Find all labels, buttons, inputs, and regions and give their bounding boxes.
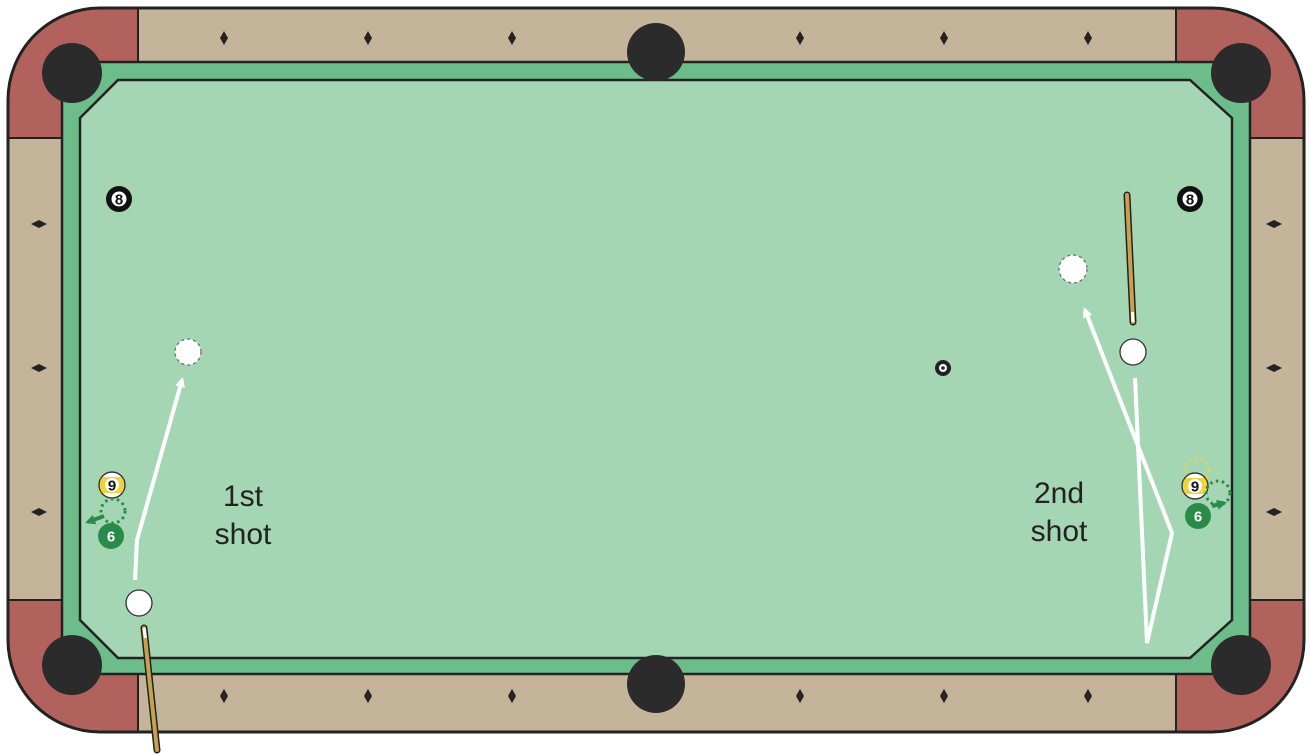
cue-ball-ghost xyxy=(1059,255,1087,283)
nine-ball-label: 9 xyxy=(108,478,116,495)
playing-surface xyxy=(80,80,1232,658)
cue-stick-ferrule xyxy=(144,628,146,638)
shot-2-label-line1: 2nd xyxy=(1034,477,1084,510)
cue-ball xyxy=(126,590,152,616)
foot-spot-icon xyxy=(935,360,951,376)
cue-ball-ghost xyxy=(175,339,201,365)
nine-ball-label: 9 xyxy=(1191,479,1199,496)
felt xyxy=(80,80,1232,658)
six-ball: 6 xyxy=(98,523,124,549)
nine-ball: 9 xyxy=(99,472,125,498)
eight-ball-label: 8 xyxy=(1186,192,1194,209)
shot-2-label-line2: shot xyxy=(1031,515,1088,548)
pocket-icon xyxy=(1211,43,1271,103)
pocket-icon xyxy=(627,655,685,713)
eight-ball-label: 8 xyxy=(115,192,123,209)
cue-ball xyxy=(1120,339,1146,365)
pocket-icon xyxy=(1211,635,1271,695)
pocket-icon xyxy=(627,23,685,81)
six-ball-label: 6 xyxy=(1194,509,1202,526)
nine-ball: 9 xyxy=(1182,473,1208,499)
six-ball-label: 6 xyxy=(107,529,115,546)
shot-1-label-line2: shot xyxy=(215,518,272,551)
shot-1-label-line1: 1st xyxy=(223,480,264,513)
eight-ball: 8 xyxy=(106,186,132,212)
pocket-icon xyxy=(42,635,102,695)
six-ball: 6 xyxy=(1185,503,1211,529)
pocket-icon xyxy=(42,43,102,103)
cue-stick-ferrule xyxy=(1133,312,1134,322)
eight-ball: 8 xyxy=(1177,186,1203,212)
